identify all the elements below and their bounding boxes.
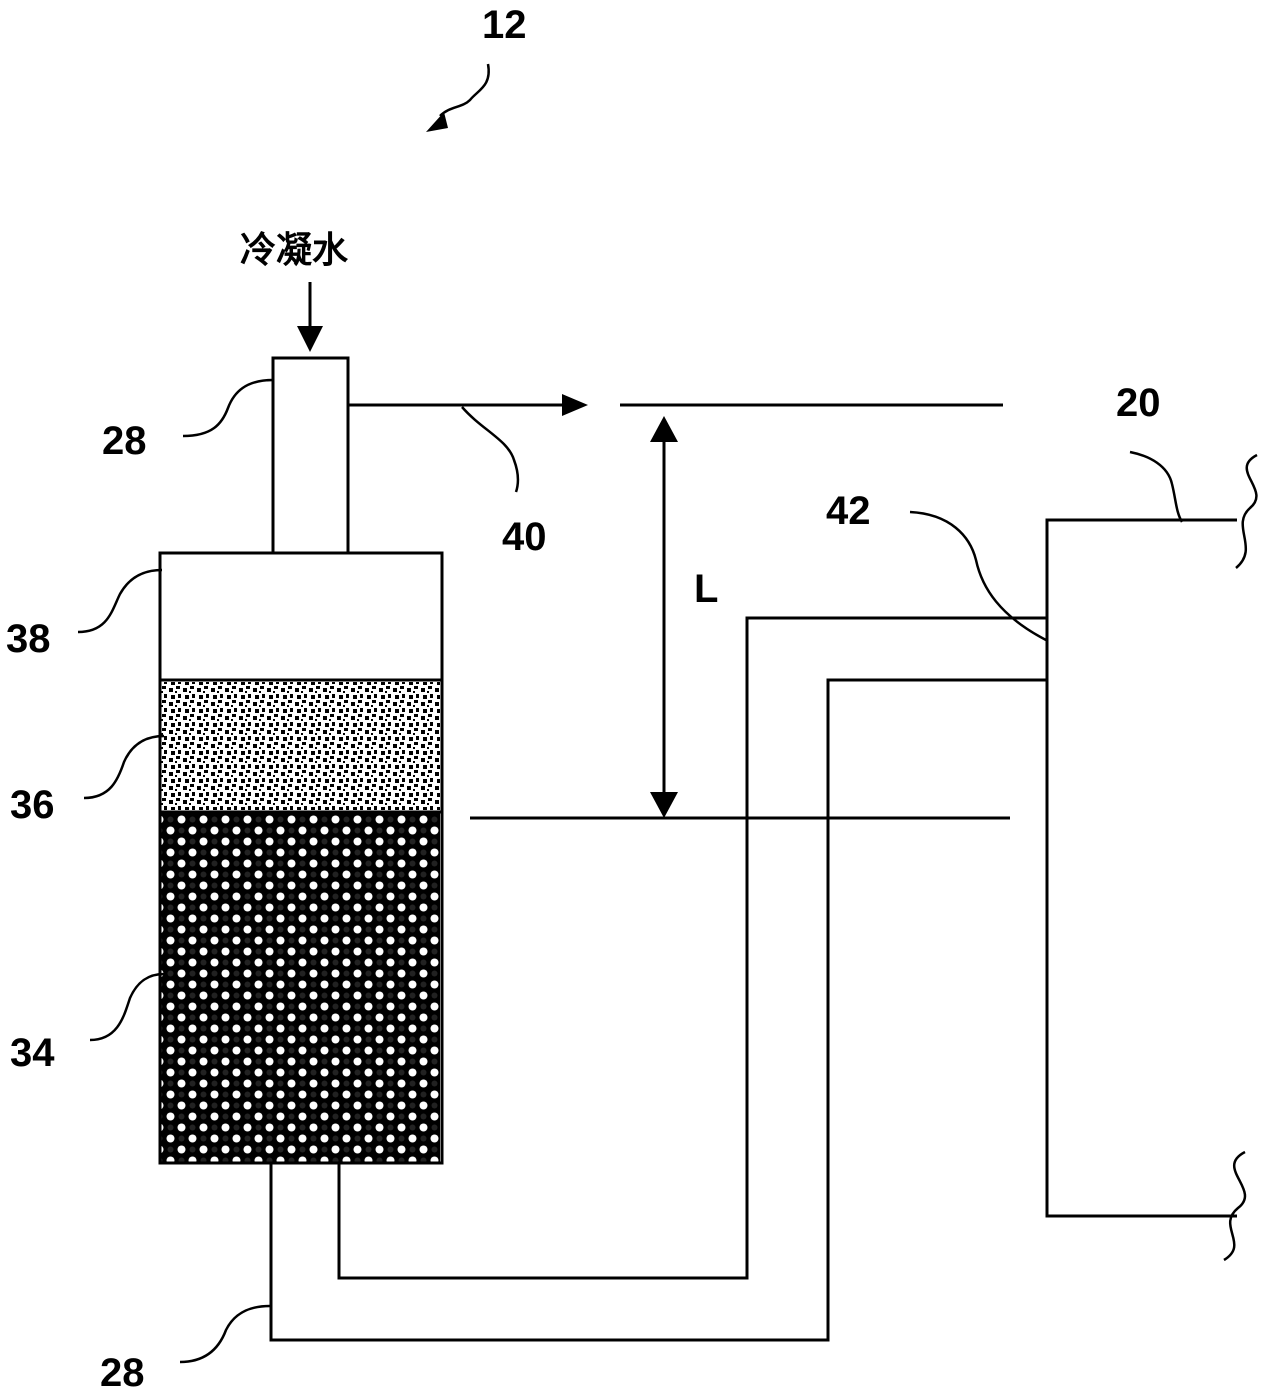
label-42: 42	[826, 489, 871, 533]
label-34: 34	[10, 1031, 55, 1075]
overflow-arrowhead	[562, 394, 588, 416]
vessel-20-break-top	[1235, 453, 1258, 569]
leader-34	[89, 972, 165, 1042]
inlet-pipe	[271, 356, 350, 555]
upper-layer-fill	[160, 682, 440, 810]
dimension-L-top-arrow	[650, 416, 678, 442]
vessel-outline	[158, 551, 444, 1165]
ref-12-arrowhead	[426, 112, 448, 132]
leader-38	[77, 568, 163, 634]
outer-return-pipe	[337, 616, 1047, 1280]
label-20: 20	[1116, 381, 1161, 425]
lower-layer-fill	[160, 813, 440, 1163]
inlet-label: 冷凝水	[240, 230, 349, 271]
leader-28-top	[182, 378, 274, 438]
label-28-top: 28	[102, 419, 147, 463]
inner-return-pipe	[269, 678, 1047, 1342]
label-38: 38	[6, 617, 51, 661]
label-36: 36	[10, 783, 55, 827]
dimension-L-label: L	[694, 567, 718, 611]
leader-36	[83, 734, 165, 800]
ref-12-leader	[439, 63, 490, 117]
leader-20	[1129, 450, 1184, 523]
leader-40	[461, 406, 520, 493]
leader-28-bottom	[179, 1304, 271, 1364]
ref-12-label: 12	[482, 3, 527, 47]
leader-42	[909, 510, 1047, 642]
dimension-L-bottom-arrow	[650, 792, 678, 818]
label-28-bottom: 28	[100, 1351, 145, 1391]
inlet-arrow-head	[297, 326, 323, 352]
vessel-20-break-bottom	[1223, 1150, 1247, 1262]
label-40: 40	[502, 515, 547, 559]
vessel-20-outline	[1045, 518, 1237, 1218]
